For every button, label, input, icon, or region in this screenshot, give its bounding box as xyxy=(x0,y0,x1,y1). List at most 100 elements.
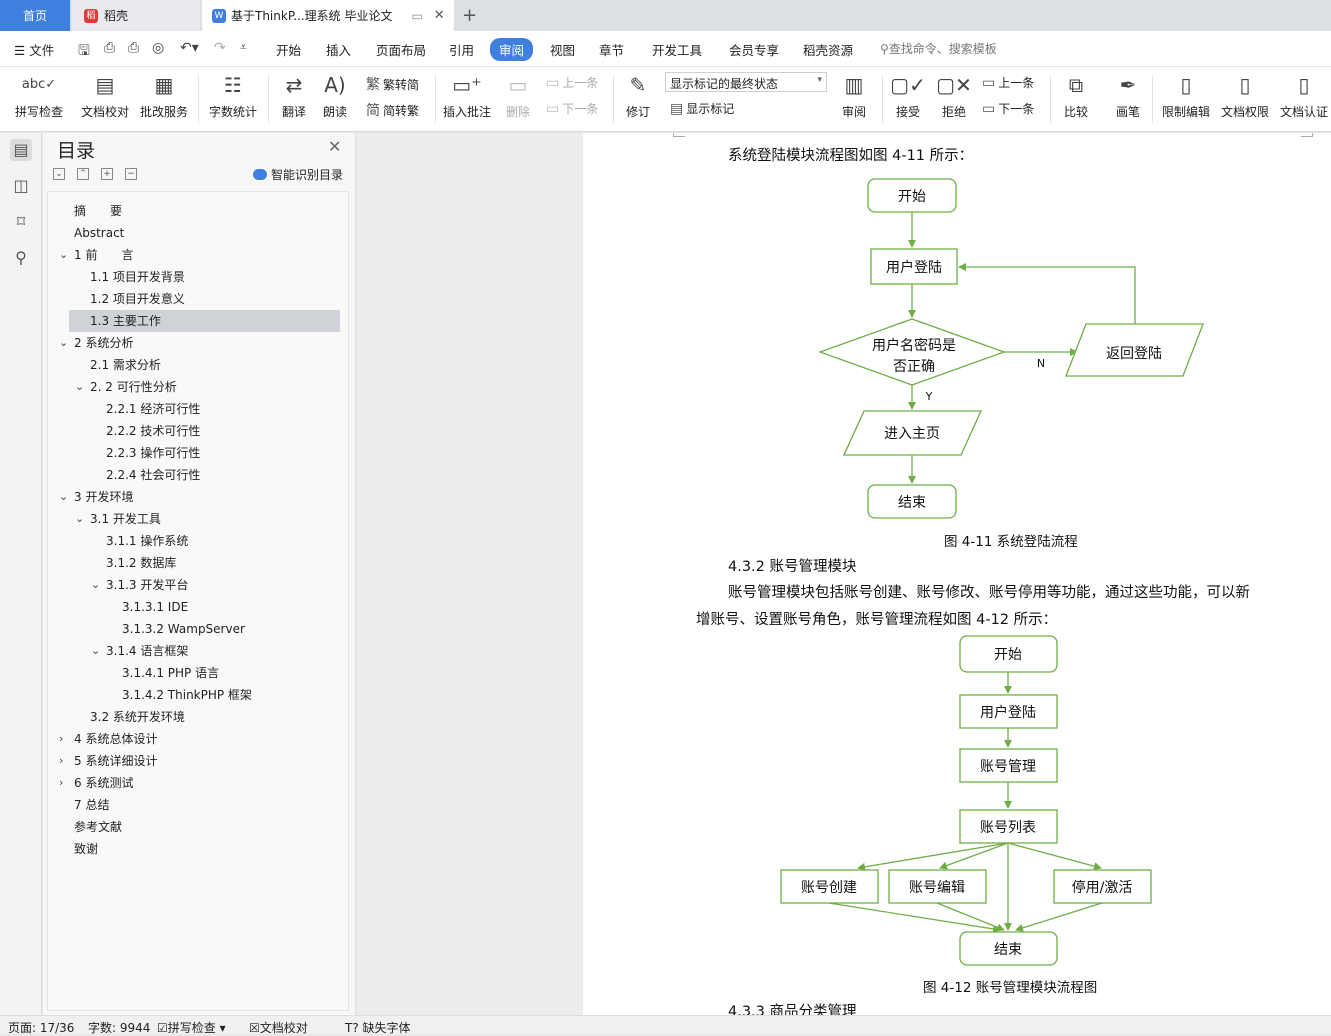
pin-icon[interactable]: ▭ xyxy=(411,8,423,23)
track-changes-button[interactable]: ✎修订 xyxy=(620,70,656,120)
toc-item[interactable]: 3.1.3.2 WampServer xyxy=(122,618,245,640)
toc-item[interactable]: 摘 要 xyxy=(74,200,122,222)
doc-certify-button[interactable]: ▯文档认证 xyxy=(1278,70,1330,120)
toc-item[interactable]: 2.2.1 经济可行性 xyxy=(106,398,200,420)
prev-change-button[interactable]: ▭上一条 xyxy=(982,74,1034,91)
quick-access-dropdown-icon[interactable]: ⩡ xyxy=(240,40,247,54)
next-comment-button[interactable]: ▭下一条 xyxy=(546,100,598,117)
toc-item[interactable]: 1.1 项目开发背景 xyxy=(90,266,185,288)
toc-item[interactable]: 1.2 项目开发意义 xyxy=(90,288,185,310)
toc-item[interactable]: 2.1 需求分析 xyxy=(90,354,161,376)
chevron-right-icon[interactable]: › xyxy=(59,754,64,767)
toc-item[interactable]: 3.1.4.2 ThinkPHP 框架 xyxy=(122,684,252,706)
chevron-down-icon[interactable]: ⌄ xyxy=(91,578,101,591)
read-aloud-button[interactable]: A)朗读 xyxy=(318,70,352,120)
toc-item[interactable]: ⌄2 系统分析 xyxy=(59,332,133,354)
toc-item[interactable]: ›6 系统测试 xyxy=(59,772,133,794)
toc-item[interactable]: ⌄3.1.4 语言框架 xyxy=(91,640,188,662)
menu-start[interactable]: 开始 xyxy=(276,43,302,58)
menu-devtools[interactable]: 开发工具 xyxy=(652,43,703,58)
chevron-down-icon[interactable]: ⌄ xyxy=(59,248,69,261)
show-markup-button[interactable]: ▤显示标记 xyxy=(670,100,734,117)
chapter-nav-icon[interactable]: ◫ xyxy=(13,176,29,195)
insert-comment-button[interactable]: ▭⁺插入批注 xyxy=(442,70,492,120)
chevron-down-icon[interactable]: ⌄ xyxy=(75,512,85,525)
restrict-editing-button[interactable]: ▯限制编辑 xyxy=(1160,70,1212,120)
toc-item[interactable]: 2.2.4 社会可行性 xyxy=(106,464,200,486)
add-level-icon[interactable]: + xyxy=(101,168,113,180)
chevron-right-icon[interactable]: › xyxy=(59,776,64,789)
save-icon[interactable]: 🖫 xyxy=(78,43,90,59)
toc-item[interactable]: ›5 系统详细设计 xyxy=(59,750,157,772)
delete-comment-button[interactable]: ▭删除 xyxy=(500,70,536,120)
tab-home[interactable]: 首页 xyxy=(0,0,70,31)
prev-comment-button[interactable]: ▭上一条 xyxy=(546,74,598,91)
menu-insert[interactable]: 插入 xyxy=(326,43,352,58)
toc-item[interactable]: ⌄3.1.3 开发平台 xyxy=(91,574,188,596)
toc-item[interactable]: ›4 系统总体设计 xyxy=(59,728,157,750)
menu-review[interactable]: 审阅 xyxy=(490,38,534,61)
remove-level-icon[interactable]: − xyxy=(125,168,137,180)
toc-item[interactable]: 3.2 系统开发环境 xyxy=(90,706,185,728)
chevron-down-icon[interactable]: ⌄ xyxy=(75,380,85,393)
toc-item[interactable]: 2.2.2 技术可行性 xyxy=(106,420,200,442)
undo-icon[interactable]: ↶▾ xyxy=(180,40,199,56)
reject-button[interactable]: ▢✕拒绝 xyxy=(936,70,972,120)
page-indicator[interactable]: 页面: 17/36 xyxy=(8,1021,75,1035)
accept-button[interactable]: ▢✓接受 xyxy=(890,70,926,120)
doc-permission-button[interactable]: ▯文档权限 xyxy=(1219,70,1271,120)
expand-up-icon[interactable]: ⌃ xyxy=(77,168,89,180)
search-icon[interactable]: ⚲ xyxy=(15,248,27,267)
menu-vip[interactable]: 会员专享 xyxy=(729,43,780,58)
print-icon[interactable]: ⎙ xyxy=(128,40,140,56)
command-search[interactable]: ⚲查找命令、搜索模板 xyxy=(880,40,997,57)
menu-layout[interactable]: 页面布局 xyxy=(376,43,427,58)
doc-proof-button[interactable]: ▤文档校对 xyxy=(78,70,132,120)
chevron-down-icon[interactable]: ⌄ xyxy=(59,490,69,503)
chevron-right-icon[interactable]: › xyxy=(59,732,64,745)
toc-item[interactable]: Abstract xyxy=(74,222,124,244)
missing-font-status[interactable]: T? 缺失字体 xyxy=(345,1019,411,1036)
toc-item[interactable]: 致谢 xyxy=(74,838,98,860)
markup-state-select[interactable]: 显示标记的最终状态▾ xyxy=(665,72,827,92)
spell-check-button[interactable]: abc✓拼写检查 xyxy=(8,70,70,120)
translate-button[interactable]: ⇄翻译 xyxy=(275,70,313,120)
file-menu[interactable]: ☰ 文件 xyxy=(14,40,54,59)
toc-item[interactable]: 3.1.3.1 IDE xyxy=(122,596,188,618)
menu-chapter[interactable]: 章节 xyxy=(599,43,625,58)
menu-reference[interactable]: 引用 xyxy=(449,43,475,58)
simp-to-trad-button[interactable]: 简简转繁 xyxy=(366,100,419,120)
collapse-all-icon[interactable]: ⌄ xyxy=(53,168,65,180)
word-count-status[interactable]: 字数: 9944 xyxy=(88,1021,151,1035)
redo-icon[interactable]: ↷ xyxy=(214,40,226,56)
document-page[interactable]: 系统登陆模块流程图如图 4-11 所示： 开始 用户登陆 用户名密码是 否正确 xyxy=(583,133,1331,1015)
pen-button[interactable]: ✒画笔 xyxy=(1110,70,1146,120)
toc-item[interactable]: 参考文献 xyxy=(74,816,122,838)
word-count-button[interactable]: ☷字数统计 xyxy=(206,70,260,120)
toc-item[interactable]: ⌄1 前 言 xyxy=(59,244,133,266)
tab-daoke[interactable]: 稻稻壳 xyxy=(72,0,200,31)
review-pane-button[interactable]: ▥审阅 xyxy=(836,70,872,120)
menu-daoke-resources[interactable]: 稻壳资源 xyxy=(803,43,854,58)
batch-service-button[interactable]: ▦批改服务 xyxy=(137,70,191,120)
toc-item[interactable]: ⌄3.1 开发工具 xyxy=(75,508,161,530)
spell-check-status[interactable]: ☑拼写检查 ▾ xyxy=(157,1019,226,1036)
doc-proof-status[interactable]: ☒文档校对 xyxy=(249,1019,308,1036)
new-tab-icon[interactable]: + xyxy=(462,5,478,26)
trad-to-simp-button[interactable]: 繁繁转简 xyxy=(366,74,419,94)
print-preview-icon[interactable]: ◎ xyxy=(152,40,165,56)
chevron-down-icon[interactable]: ⌄ xyxy=(91,644,101,657)
toc-item[interactable]: 3.1.1 操作系统 xyxy=(106,530,188,552)
toc-item-selected[interactable]: 1.3 主要工作 xyxy=(69,310,340,332)
next-change-button[interactable]: ▭下一条 xyxy=(982,100,1034,117)
toc-panel-icon[interactable]: ▤ xyxy=(10,139,32,161)
close-tab-icon[interactable]: ✕ xyxy=(433,8,445,23)
chevron-down-icon[interactable]: ⌄ xyxy=(59,336,69,349)
toc-item[interactable]: ⌄3 开发环境 xyxy=(59,486,133,508)
toc-item[interactable]: ⌄2. 2 可行性分析 xyxy=(75,376,177,398)
bookmark-icon[interactable]: ⌑ xyxy=(16,212,26,231)
close-icon[interactable]: ✕ xyxy=(328,137,342,156)
menu-view[interactable]: 视图 xyxy=(550,43,576,58)
toc-item[interactable]: 3.1.2 数据库 xyxy=(106,552,176,574)
